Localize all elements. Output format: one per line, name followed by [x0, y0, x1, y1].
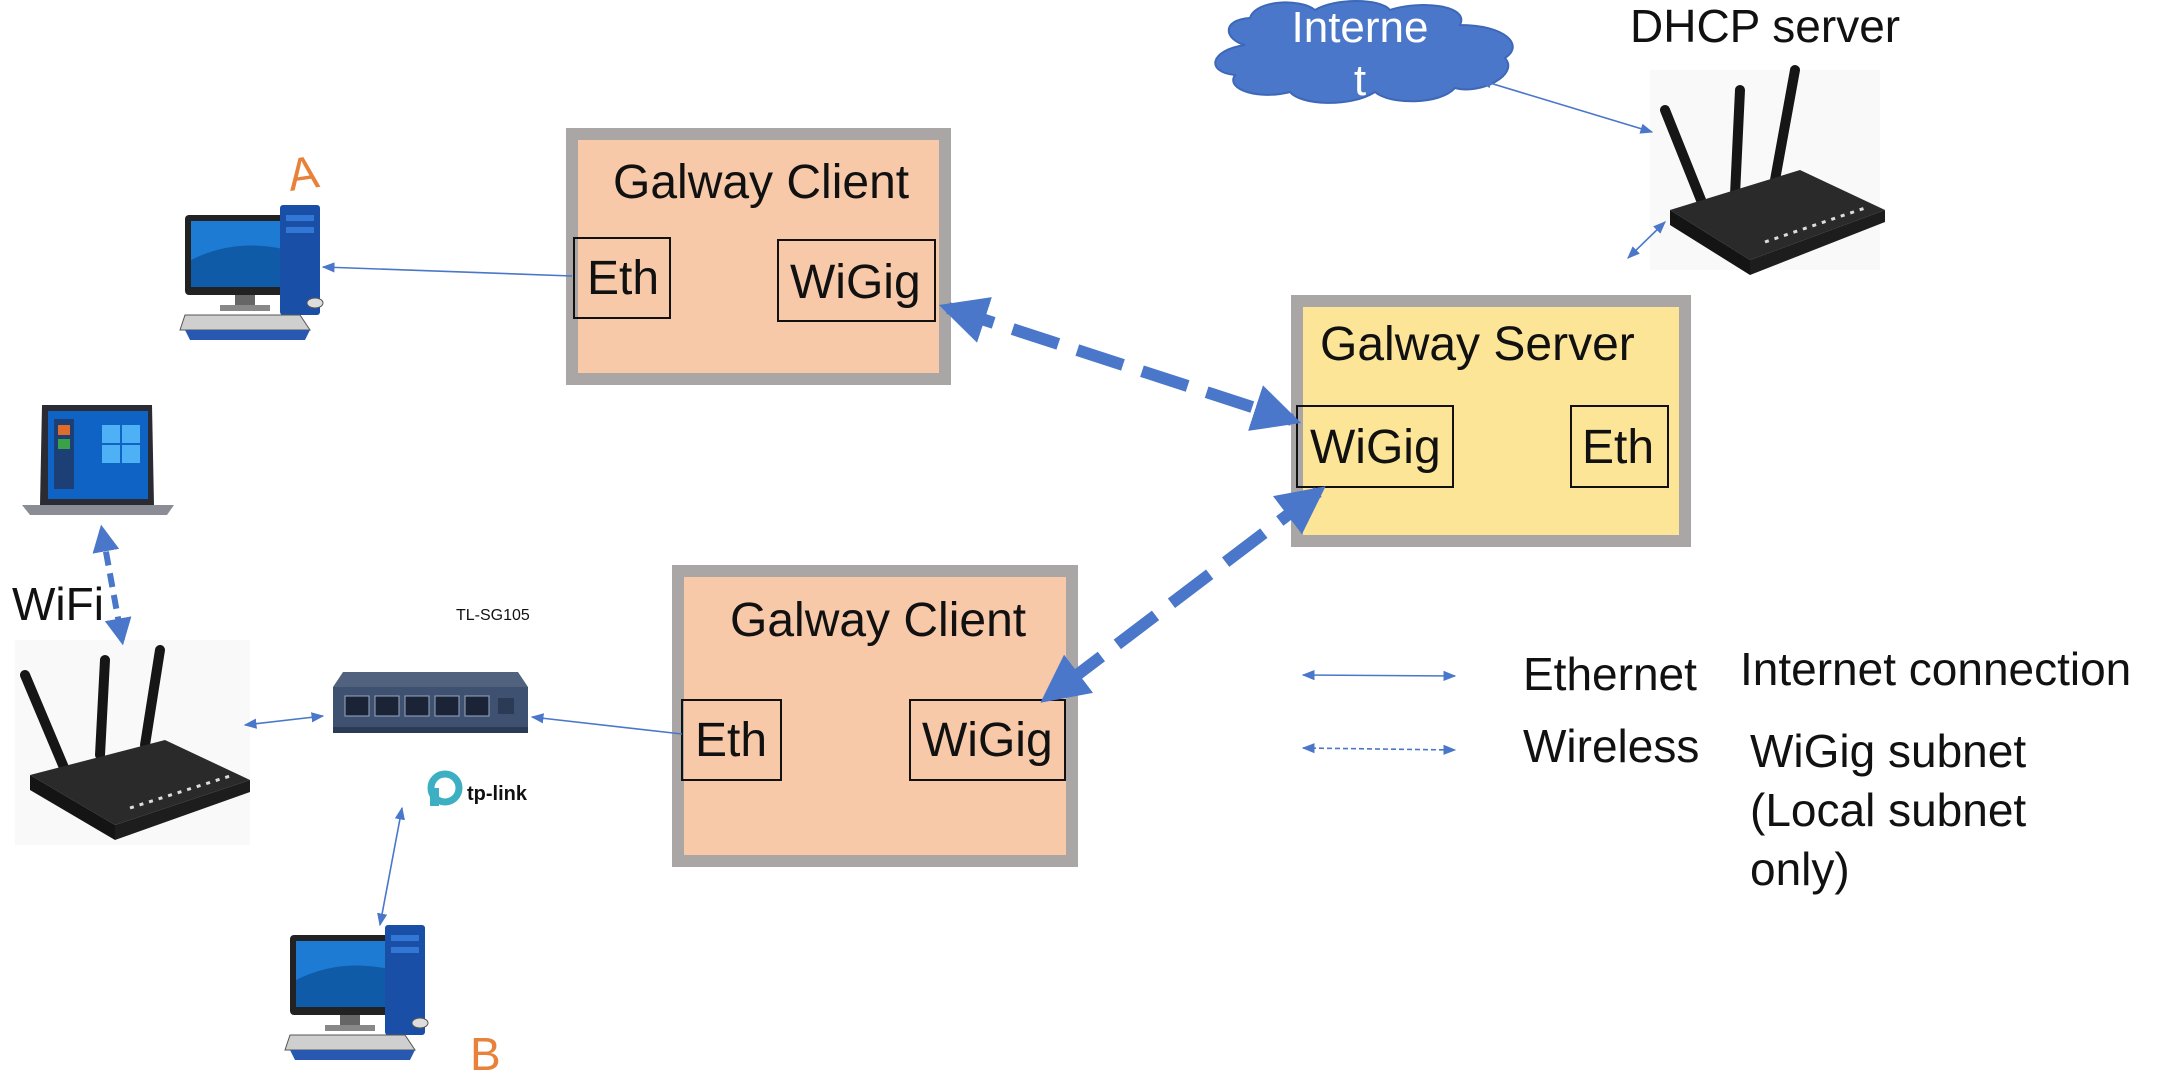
router-switch-link [243, 712, 325, 729]
network-switch-icon [333, 672, 528, 733]
legend-wigig-line3: only) [1750, 843, 1850, 895]
legend-ethernet-sample [1301, 669, 1457, 682]
server-title: Galway Server [1320, 318, 1635, 371]
client-top-wigig-port [777, 239, 936, 322]
server-eth-label: Eth [1582, 421, 1654, 474]
client-top-eth-label: Eth [587, 252, 659, 305]
router-icon [1650, 65, 1885, 275]
client-top-title: Galway Client [613, 156, 909, 209]
internet-dhcp-link [1478, 78, 1654, 134]
legend: Ethernet Internet connection Wireless Wi… [1301, 643, 2131, 895]
dhcp-server-link [1627, 221, 1666, 259]
legend-ethernet-label: Ethernet [1523, 648, 1697, 700]
server-wigig-port [1296, 405, 1454, 488]
legend-internet-connection: Internet connection [1740, 643, 2131, 695]
dhcp-server-label: DHCP server [1630, 0, 1900, 52]
computer-b-label: B [470, 1028, 501, 1075]
wifi-link [92, 524, 132, 646]
switch-brand-label: tp-link [467, 783, 528, 805]
client-bottom-eth-label: Eth [695, 714, 767, 767]
galway-client-top: Galway Client Eth WiGig [566, 128, 951, 385]
wigig-link-top [938, 297, 1302, 431]
switch-model-label: TL-SG105 [456, 607, 530, 624]
switch-pc-b-link [377, 806, 405, 927]
wifi-label: WiFi [12, 578, 104, 630]
client-top-wigig-label: WiGig [790, 256, 921, 309]
server-wigig-label: WiGig [1310, 421, 1441, 474]
ethernet-links [243, 78, 1666, 927]
client-bottom-switch-link [530, 713, 683, 735]
laptop-icon [22, 405, 174, 515]
legend-wireless-label: Wireless [1523, 720, 1699, 772]
computer-a-label: A [284, 145, 322, 201]
client-top-pc-a-link [321, 262, 573, 277]
galway-client-bottom: Galway Client Eth WiGig [672, 565, 1078, 867]
internet-label-line1: Interne [1292, 3, 1429, 52]
server-eth-port [1570, 405, 1669, 488]
galway-server: Galway Server WiGig Eth [1291, 295, 1691, 547]
desktop-computer-icon [284, 925, 429, 1060]
legend-wigig-line1: WiGig subnet [1750, 725, 2026, 777]
client-bottom-wigig-label: WiGig [922, 714, 1053, 767]
client-bottom-title: Galway Client [730, 594, 1026, 647]
tp-link-logo-icon [427, 770, 463, 806]
client-bottom-wigig-port [909, 699, 1066, 781]
client-top-eth-port [573, 237, 671, 319]
router-icon [15, 640, 250, 845]
internet-cloud: Interne t [1214, 0, 1514, 105]
legend-wigig-line2: (Local subnet [1750, 784, 2026, 836]
wigig-link-bottom [1040, 486, 1326, 703]
desktop-computer-icon [179, 205, 324, 340]
client-bottom-eth-port [681, 699, 782, 781]
legend-wireless-sample [1301, 743, 1457, 755]
internet-label-line2: t [1354, 56, 1366, 105]
